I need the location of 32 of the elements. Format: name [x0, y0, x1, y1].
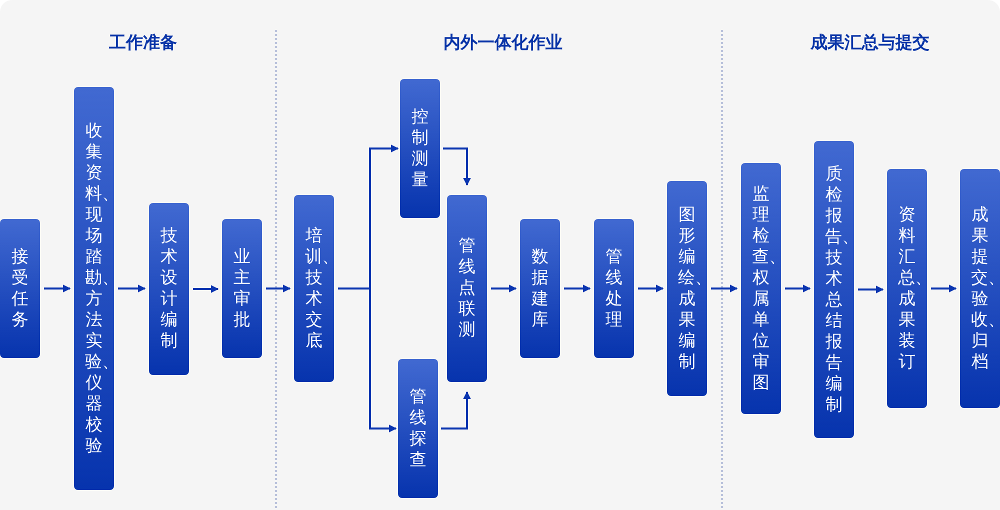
arrow — [443, 148, 471, 186]
section-heading: 成果汇总与提交 — [810, 32, 930, 54]
arrow — [785, 284, 811, 292]
process-box: 技术设计编制 — [149, 203, 189, 375]
section-heading: 内外一体化作业 — [444, 32, 562, 54]
arrow — [564, 284, 591, 292]
section-heading: 工作准备 — [109, 32, 177, 54]
process-box: 数据建库 — [520, 219, 560, 358]
arrow — [441, 391, 471, 430]
process-box: 控制测量 — [400, 79, 440, 218]
process-box: 培训、技术交底 — [294, 195, 334, 382]
process-box: 图形编绘、成果编制 — [667, 181, 707, 396]
arrow — [338, 288, 397, 432]
process-box: 收集资料、现场踏勘、方法实验、仪器校验 — [74, 87, 114, 490]
process-box: 业主审批 — [222, 219, 262, 358]
process-box: 管线探查 — [398, 359, 438, 498]
arrow — [638, 284, 664, 292]
process-box: 管线点联测 — [447, 195, 487, 382]
arrow — [931, 284, 957, 292]
process-box: 管线处理 — [594, 219, 634, 358]
process-box: 成果提交、验收、归档 — [960, 169, 1000, 408]
process-box: 接受任务 — [0, 219, 40, 358]
arrow — [858, 286, 884, 294]
process-box: 资料汇总、成果装订 — [887, 169, 927, 408]
arrow — [266, 284, 291, 292]
arrow — [118, 284, 146, 292]
arrow — [491, 284, 517, 292]
arrow — [711, 284, 738, 292]
process-box: 质检报告、技术总结报告编制 — [814, 141, 854, 438]
arrow — [44, 284, 71, 292]
arrow — [193, 285, 219, 293]
process-box: 监理检查、权属单位审图 — [741, 163, 781, 414]
